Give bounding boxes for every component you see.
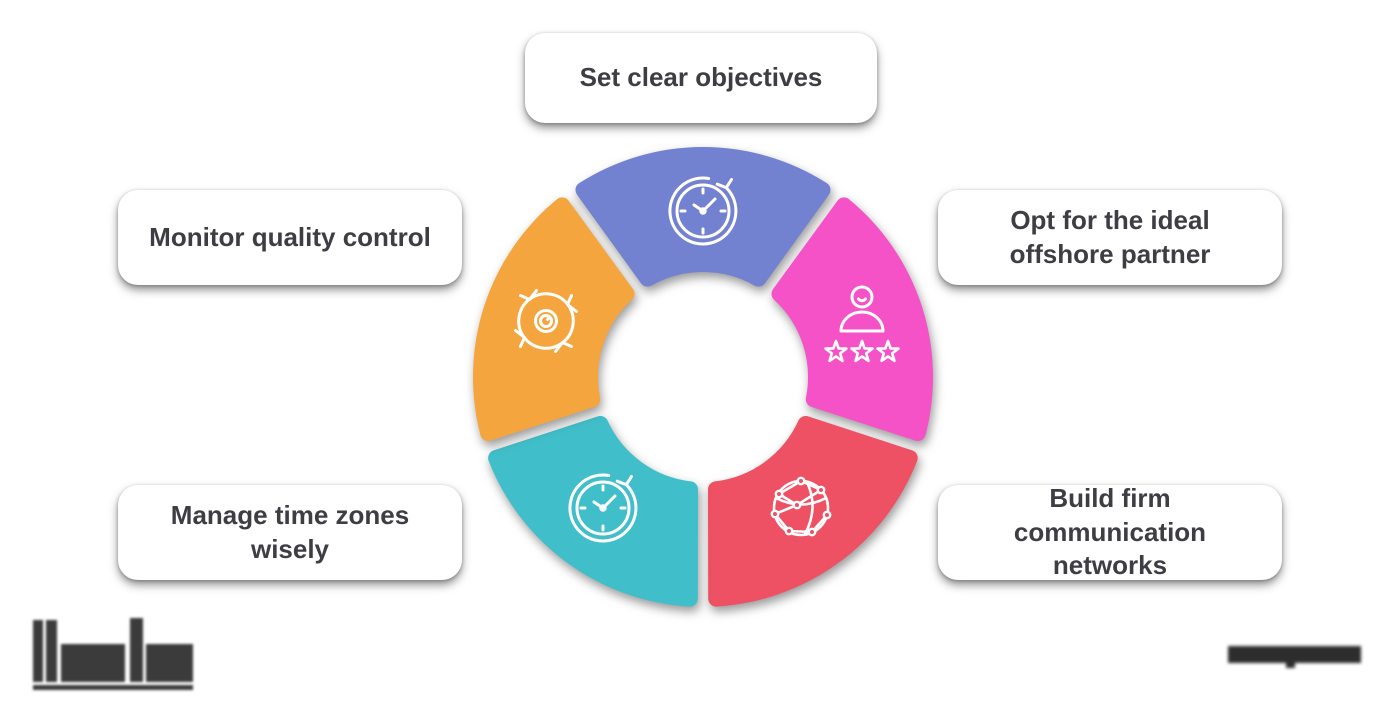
brand-logo <box>33 616 195 690</box>
clock-refresh-icon <box>668 176 738 246</box>
cycle-diagram-svg <box>473 147 933 607</box>
card-label: Manage time zones wisely <box>170 499 410 564</box>
logo-glyph <box>33 620 43 682</box>
card-offshore-partner: Opt for the ideal offshore partner <box>938 190 1282 285</box>
clock-refresh-icon <box>568 473 638 543</box>
watermark-text <box>1228 646 1361 668</box>
card-label: Opt for the ideal offshore partner <box>1009 204 1211 269</box>
card-communication-networks: Build firm communication networks <box>938 482 1282 581</box>
network-globe-icon <box>770 476 832 537</box>
card-label: Monitor quality control <box>149 221 431 252</box>
segment-set-clear-objectives <box>575 147 831 287</box>
segment-offshore-partner <box>771 197 933 441</box>
logo-glyph <box>46 620 57 682</box>
card-time-zones: Manage time zones wisely <box>118 485 462 580</box>
segment-time-zones <box>488 416 698 607</box>
logo-glyph <box>146 644 193 682</box>
logo-tagline <box>33 685 193 690</box>
card-label: Build firm communication networks <box>1013 482 1207 581</box>
person-rating-icon <box>824 285 900 363</box>
logo-glyph <box>61 644 125 682</box>
card-quality-control: Monitor quality control <box>118 190 462 285</box>
segment-quality-control <box>473 197 635 441</box>
process-cycle-icon <box>514 289 578 353</box>
card-set-clear-objectives: Set clear objectives <box>525 33 877 123</box>
logo-glyph <box>130 618 143 682</box>
watermark-descender <box>1286 660 1295 668</box>
card-label: Set clear objectives <box>579 62 823 93</box>
